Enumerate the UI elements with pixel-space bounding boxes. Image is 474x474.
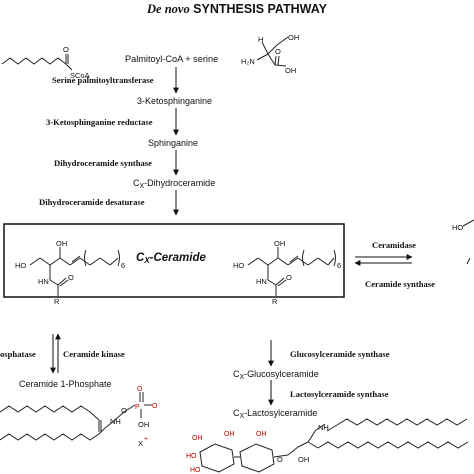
lac-oh3: OH (256, 431, 267, 438)
c1p-o: O (137, 386, 143, 393)
lac-oh2: OH (224, 431, 235, 438)
palmitoyl-coa-structure (1, 54, 73, 71)
enzyme-ceramidase: Ceramidase (372, 240, 416, 250)
cer1-n6: 6 (121, 261, 125, 270)
enzyme-3-ketosphinganine-reductase: 3-Ketosphinganine reductase (46, 117, 153, 127)
pcoa-o: O (63, 45, 69, 54)
cer1-r: R (54, 297, 60, 306)
ceramide-structure-right (247, 247, 336, 296)
c1p-x: X (138, 439, 143, 448)
cer2-hn: HN (256, 277, 267, 286)
cer2-oh: OH (274, 239, 285, 248)
metabolite-3-ketosphinganine: 3-Ketosphinganine (137, 96, 213, 106)
cx-rest: -Dihydroceramide (144, 178, 216, 188)
title-rest: SYNTHESIS PATHWAY (189, 2, 327, 16)
serine-oh: OH (288, 33, 299, 42)
page-title: De novo SYNTHESIS PATHWAY (0, 2, 474, 17)
lac-ho2: HO (190, 467, 201, 474)
metabolite-cx-lactosylceramide: CX-Lactosylceramide (233, 408, 317, 420)
cx-ceramide-label: CX-Ceramide (136, 252, 206, 265)
lac-c: C (233, 408, 240, 418)
metabolite-cx-glucosylceramide: CX-Glucosylceramide (233, 369, 319, 381)
lac-o: O (277, 455, 283, 464)
c1p-structure (0, 392, 152, 441)
c1p-o2: O (152, 403, 158, 410)
ceramide-box (3, 223, 345, 298)
serine-h: H (258, 35, 263, 44)
lac-nh: NH (318, 423, 329, 432)
enzyme-ceramide-synthase: Ceramide synthase (365, 279, 435, 289)
c1p-p: P (135, 404, 140, 411)
cer1-hn: HN (38, 277, 49, 286)
glc-sub: X (239, 374, 245, 381)
cer2-r: R (272, 297, 278, 306)
sphingosine-fragment (462, 219, 474, 265)
c1p-o3: O (121, 406, 127, 415)
lac-oh1: OH (192, 435, 203, 442)
metabolite-ceramide-1-phosphate: Ceramide 1-Phosphate (19, 379, 112, 389)
lac-sub: X (239, 413, 245, 420)
cx-c: C (133, 178, 140, 188)
enzyme-lactosylceramide-synthase: Lactosylceramide synthase (290, 389, 389, 399)
pcoa-scoa: SCoA (70, 71, 90, 80)
glc-c: C (233, 369, 240, 379)
serine-oh2: OH (285, 66, 296, 75)
c1p-oh: OH (138, 420, 149, 429)
cer1-oh: OH (56, 239, 67, 248)
metabolite-cx-dihydroceramide: CX-Dihydroceramide (133, 178, 215, 190)
cer2-n6: 6 (337, 261, 341, 270)
pathway-arrows (50, 67, 413, 406)
title-italic: De novo (147, 2, 190, 16)
sph-ho: HO (452, 223, 463, 232)
lac-oh: OH (298, 455, 309, 464)
glc-rest: -Glucosylceramide (244, 369, 319, 379)
serine-h2n: H₂N (241, 57, 255, 66)
lac-rest: -Lactosylceramide (244, 408, 318, 418)
ceramide-c: C (136, 252, 145, 264)
ceramide-sub: X (144, 256, 150, 265)
substrates-label: Palmitoyl-CoA + serine (125, 54, 219, 64)
serine-structure (256, 36, 289, 67)
c1p-nh: NH (110, 417, 121, 426)
c1p-plus: + (144, 436, 148, 443)
cer1-ho: HO (15, 261, 26, 270)
cer2-o: O (286, 273, 292, 282)
cer1-o: O (68, 273, 74, 282)
enzyme-glucosylceramide-synthase: Glucosylceramide synthase (290, 349, 390, 359)
enzyme-ceramide-kinase: Ceramide kinase (63, 349, 125, 359)
serine-o: O (275, 47, 281, 56)
lactosylceramide-structure (199, 418, 469, 473)
ceramide-structure-left (29, 247, 120, 296)
lac-ho1: HO (186, 453, 197, 460)
enzyme-phosphatase: osphatase (0, 349, 36, 359)
cx-sub: X (139, 183, 145, 190)
enzyme-dihydroceramide-synthase: Dihydroceramide synthase (54, 158, 152, 168)
enzyme-serine-palmitoyltransferase: Serine palmitoyltransferase (52, 75, 154, 85)
metabolite-sphinganine: Sphinganine (148, 138, 199, 148)
enzyme-dihydroceramide-desaturase: Dihydroceramide desaturase (39, 197, 145, 207)
cer2-ho: HO (233, 261, 244, 270)
ceramide-rest: -Ceramide (149, 252, 206, 264)
